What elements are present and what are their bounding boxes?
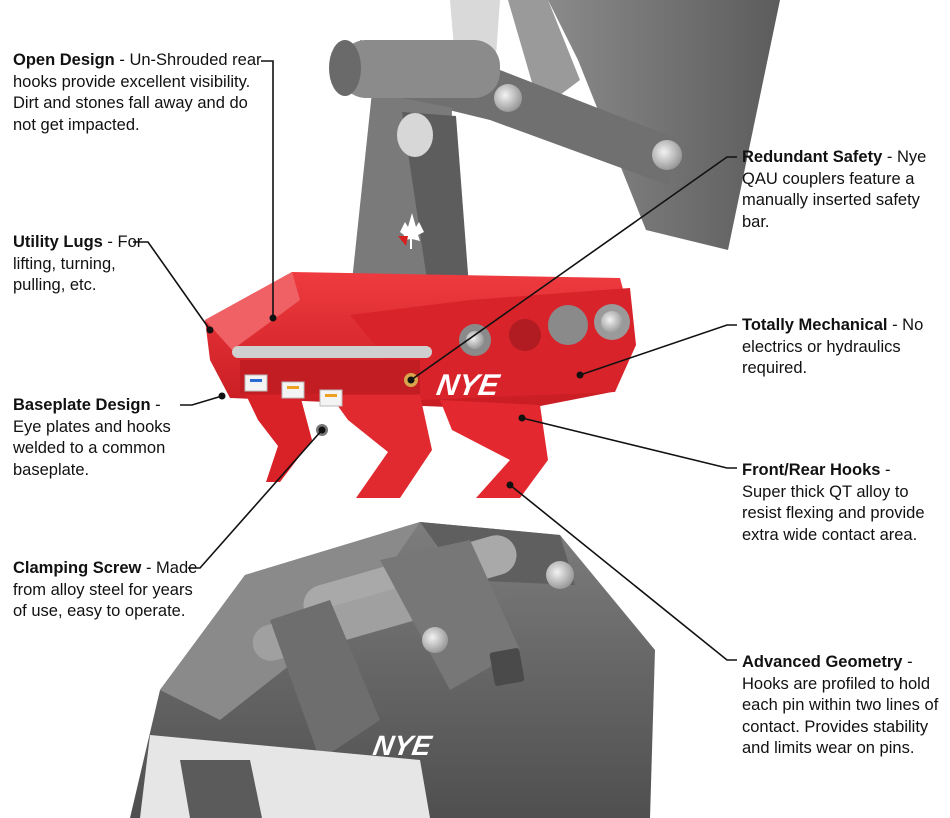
callout-open-design: Open Design - Un-Shrouded rear hooks pro…: [13, 50, 263, 136]
callout-title: Clamping Screw: [13, 559, 142, 577]
leader-dots: [206, 314, 584, 489]
callout-sep: -: [150, 396, 161, 414]
quick-coupler: NYE: [205, 272, 636, 498]
callout-sep: -: [141, 559, 157, 577]
callout-text: Hooks are profiled to hold each pin with…: [742, 674, 939, 758]
callout-text: Nye QAU couplers feature a manually inse…: [742, 148, 927, 231]
leader-lines: [133, 60, 737, 661]
callout-title: Utility Lugs: [13, 233, 103, 251]
callout-sep: -: [102, 233, 118, 251]
callout-redundant-safety: Redundant Safety - Nye QAU couplers feat…: [742, 147, 927, 233]
callout-sep: -: [880, 461, 891, 479]
callout-advanced-geometry: Advanced Geometry - Hooks are profiled t…: [742, 652, 942, 760]
callout-title: Redundant Safety: [742, 148, 883, 166]
callout-title: Open Design: [13, 51, 115, 69]
pin-bolt-icon: [494, 84, 522, 112]
callout-totally-mechanical: Totally Mechanical - No electrics or hyd…: [742, 315, 942, 380]
callout-sep: -: [114, 51, 130, 69]
bucket: NYE: [130, 522, 655, 818]
callout-clamping-screw: Clamping Screw - Made from alloy steel f…: [13, 558, 198, 623]
pin-bolt-icon: [652, 140, 682, 170]
callout-text: No electrics or hydraulics required.: [742, 316, 924, 377]
callout-text: Un-Shrouded rear hooks provide excellent…: [13, 51, 262, 134]
callout-front-rear-hooks: Front/Rear Hooks - Super thick QT alloy …: [742, 460, 932, 546]
callout-title: Totally Mechanical: [742, 316, 888, 334]
callout-sep: -: [887, 316, 903, 334]
callout-sep: -: [882, 148, 897, 166]
callout-text: Made from alloy steel for years of use, …: [13, 559, 198, 620]
callout-baseplate-design: Baseplate Design - Eye plates and hooks …: [13, 395, 193, 481]
callout-title: Baseplate Design: [13, 396, 151, 414]
callout-sep: -: [902, 653, 913, 671]
coupler-logo: NYE: [434, 369, 502, 402]
bucket-logo: NYE: [371, 729, 435, 761]
callout-title: Advanced Geometry: [742, 653, 903, 671]
callout-utility-lugs: Utility Lugs - For lifting, turning, pul…: [13, 232, 143, 297]
callout-title: Front/Rear Hooks: [742, 461, 881, 479]
callout-text: For lifting, turning, pulling, etc.: [13, 233, 143, 294]
callout-text: Eye plates and hooks welded to a common …: [13, 417, 171, 479]
callout-text: Super thick QT alloy to resist flexing a…: [742, 482, 925, 544]
